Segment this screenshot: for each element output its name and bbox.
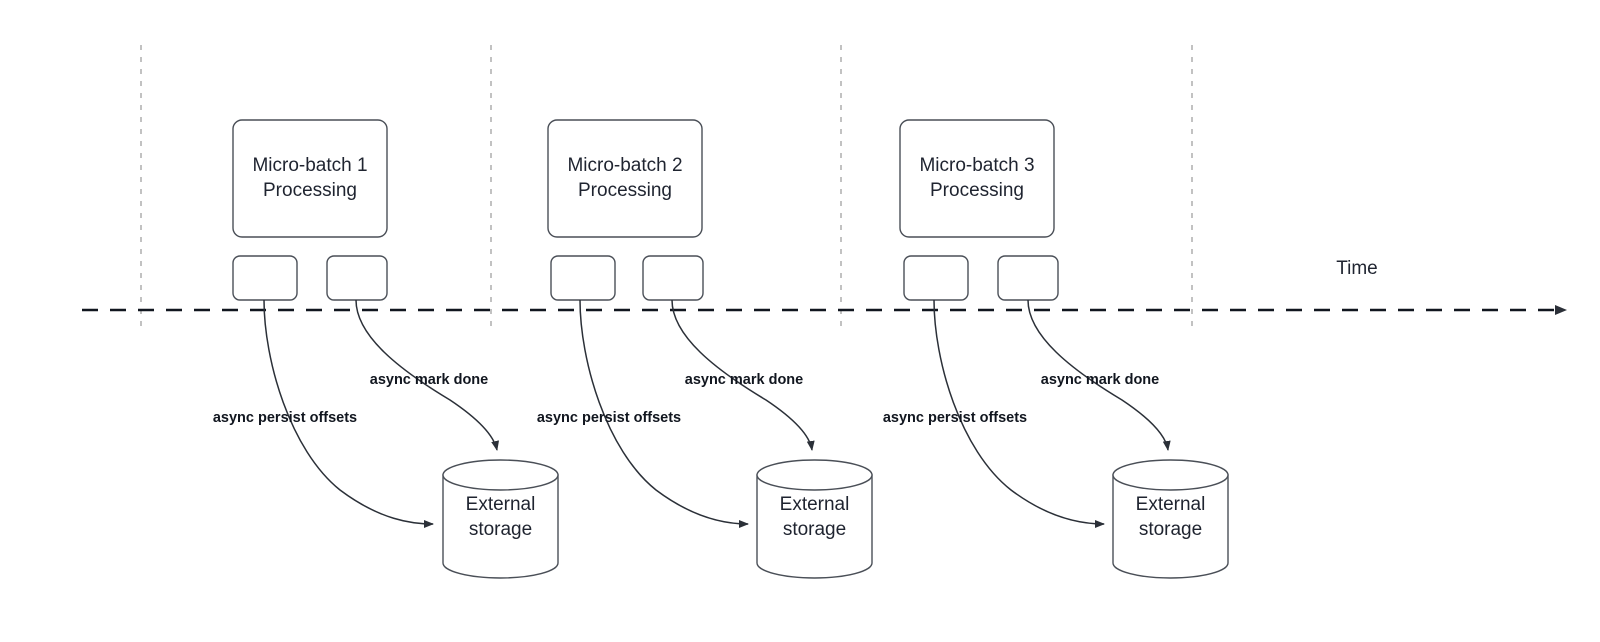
task-box-3a [903, 255, 969, 301]
external-storage-top-2 [756, 459, 873, 491]
task-box-1a [232, 255, 298, 301]
async-mark-done-1-path [355, 299, 500, 451]
external-storage-body-2 [756, 474, 873, 579]
task-box-2b [642, 255, 704, 301]
time-axis-label: Time [1336, 258, 1378, 279]
external-storage-body-3 [1112, 474, 1229, 579]
async-persist-offsets-3-label: async persist offsets [882, 410, 1028, 426]
async-mark-done-2-label: async mark done [684, 372, 804, 388]
edge-paths-group [263, 299, 1171, 528]
async-persist-offsets-1-label: async persist offsets [212, 410, 358, 426]
task-box-1b [326, 255, 388, 301]
async-mark-done-3-label: async mark done [1040, 372, 1160, 388]
async-mark-done-2-path [671, 299, 815, 451]
async-mark-done-3-path [1027, 299, 1171, 451]
external-storage-top-1 [442, 459, 559, 491]
external-storage-body-1 [442, 474, 559, 579]
external-storage-top-3 [1112, 459, 1229, 491]
async-persist-offsets-1-path [263, 299, 434, 528]
task-box-2a [550, 255, 616, 301]
micro-batch-box-1 [232, 119, 388, 238]
async-mark-done-1-label: async mark done [369, 372, 489, 388]
micro-batch-box-2 [547, 119, 703, 238]
async-persist-offsets-3-path [933, 299, 1105, 528]
node-shapes-group [232, 119, 1229, 579]
async-persist-offsets-2-path [579, 299, 749, 528]
micro-batch-box-3 [899, 119, 1055, 238]
task-box-3b [997, 255, 1059, 301]
async-persist-offsets-2-label: async persist offsets [536, 410, 682, 426]
